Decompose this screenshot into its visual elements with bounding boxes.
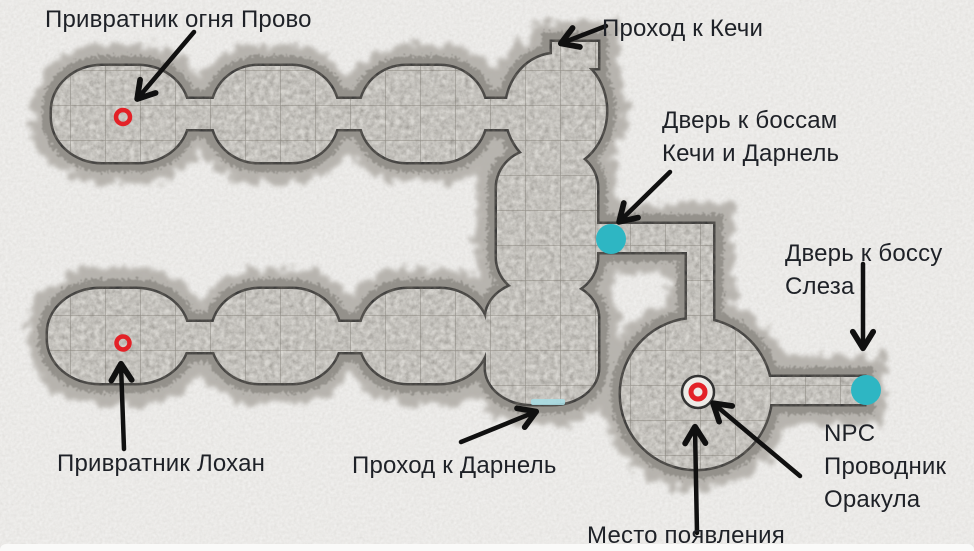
darnel-passage-opening <box>531 399 565 405</box>
photo-edge-strip <box>0 544 974 551</box>
boss-door-kechi-darnel <box>596 224 626 254</box>
arrow-lohan <box>108 360 135 452</box>
oracle-guide-spawn-marker <box>688 382 708 402</box>
label-npc-oracle-guide: NPC Проводник Оракула <box>824 420 947 513</box>
pedestal-circle <box>680 374 716 410</box>
label-lohan-gatekeeper: Привратник Лохан <box>57 450 266 477</box>
label-provo-gatekeeper: Привратник огня Прово <box>45 6 312 33</box>
label-kechi-passage: Проход к Кечи <box>602 15 764 42</box>
label-boss-door-sleza: Дверь к боссу Слеза <box>785 240 943 300</box>
boss-door-sleza <box>851 375 881 405</box>
provo-gatekeeper-marker <box>113 107 133 127</box>
arrow-boss-door <box>616 169 673 225</box>
arrow-darnel-passage <box>458 405 540 445</box>
lohan-gatekeeper-marker <box>114 334 132 352</box>
label-boss-door-kechi-darnel: Дверь к боссам Кечи и Дарнель <box>662 107 840 167</box>
arrow-provo <box>134 29 197 102</box>
arrow-spawn <box>682 423 709 536</box>
arrow-kechi-passage <box>557 23 609 50</box>
label-darnel-passage: Проход к Дарнель <box>352 452 557 479</box>
annotation-arrows <box>108 23 877 536</box>
arrow-npc-guide <box>710 400 803 479</box>
